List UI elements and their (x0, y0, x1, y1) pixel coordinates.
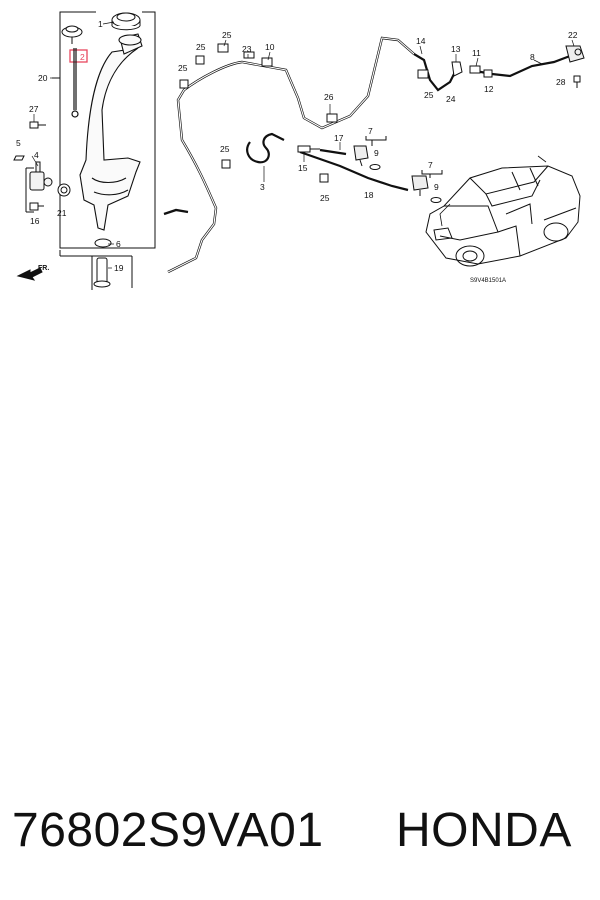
hose-clip-set (179, 43, 429, 183)
hose-joint-13 (451, 61, 463, 77)
vehicle-outline (425, 165, 581, 267)
callout-25-c: 25 (178, 63, 188, 73)
callout-9-b: 9 (434, 182, 439, 192)
callout-19: 19 (114, 263, 124, 273)
callout-12: 12 (484, 84, 494, 94)
callout-4: 4 (34, 150, 39, 160)
washer-pump (29, 161, 53, 191)
callout-9-a: 9 (374, 148, 379, 158)
callout-25-e: 25 (320, 193, 330, 203)
hose-joint-15 (297, 145, 320, 153)
check-valve-11 (469, 65, 481, 74)
bracket-7-lines (365, 136, 443, 178)
screw-28 (573, 75, 581, 88)
callout-3: 3 (260, 182, 265, 192)
screw-27 (29, 121, 46, 129)
hose-joint-12 (483, 69, 493, 78)
parts-diagram: 1 2 20 27 5 4 21 16 6 19 25 25 25 23 10 … (13, 11, 585, 290)
front-direction-arrow-icon (16, 267, 43, 281)
rear-washer-nozzle (565, 45, 585, 63)
callout-5: 5 (16, 138, 21, 148)
nozzle-grommet-lower (430, 197, 442, 203)
pump-connector (29, 202, 44, 211)
highlighted-part-box (69, 49, 88, 63)
callout-26: 26 (324, 92, 334, 102)
front-direction-label: FR. (38, 265, 49, 272)
washer-hose-18 (299, 150, 409, 192)
vehicle-callout-marks (439, 155, 547, 227)
diagram-reference-code: S9V4B1501A (470, 278, 506, 284)
filler-cap (111, 12, 141, 31)
washer-hose-17 (319, 148, 347, 156)
callout-25-b: 25 (222, 30, 232, 40)
level-gauge-rod (71, 48, 79, 118)
brand-name: HONDA (396, 804, 572, 857)
nozzle-grommet-upper (369, 164, 381, 170)
callout-22: 22 (568, 30, 578, 40)
washer-nozzle-upper (353, 145, 369, 167)
filler-neck-seal (94, 238, 112, 248)
callout-labels: 1 2 20 27 5 4 21 16 6 19 25 25 25 23 10 … (16, 19, 578, 284)
callout-25-f: 25 (424, 90, 434, 100)
callout-11: 11 (472, 48, 481, 58)
filler-neck-tube (93, 257, 111, 288)
part-number: 76802S9VA01 (12, 804, 324, 857)
callout-7-b: 7 (428, 160, 433, 170)
callout-6: 6 (116, 239, 121, 249)
callout-18: 18 (364, 190, 374, 200)
callout-20: 20 (38, 73, 48, 83)
callout-17: 17 (334, 133, 344, 143)
clip-5 (13, 155, 25, 161)
washer-nozzle-lower (411, 175, 429, 196)
callout-27: 27 (29, 104, 39, 114)
callout-28: 28 (556, 77, 566, 87)
callout-2: 2 (80, 52, 85, 62)
callout-15: 15 (298, 163, 308, 173)
callout-13: 13 (451, 44, 461, 54)
callout-21: 21 (57, 208, 67, 218)
washer-tank (79, 33, 143, 231)
callout-7-a: 7 (368, 126, 373, 136)
callout-1: 1 (98, 19, 103, 29)
callout-25-d: 25 (220, 144, 230, 154)
pump-seal (57, 183, 71, 197)
leader-lines (31, 21, 575, 269)
level-gauge-cap (61, 25, 83, 44)
washer-hose-3 (246, 132, 285, 164)
callout-24: 24 (446, 94, 456, 104)
callout-16: 16 (30, 216, 40, 226)
callout-25-a: 25 (196, 42, 206, 52)
callout-8: 8 (530, 52, 535, 62)
callout-14: 14 (416, 36, 426, 46)
callout-10: 10 (265, 42, 275, 52)
callout-23: 23 (242, 44, 252, 54)
